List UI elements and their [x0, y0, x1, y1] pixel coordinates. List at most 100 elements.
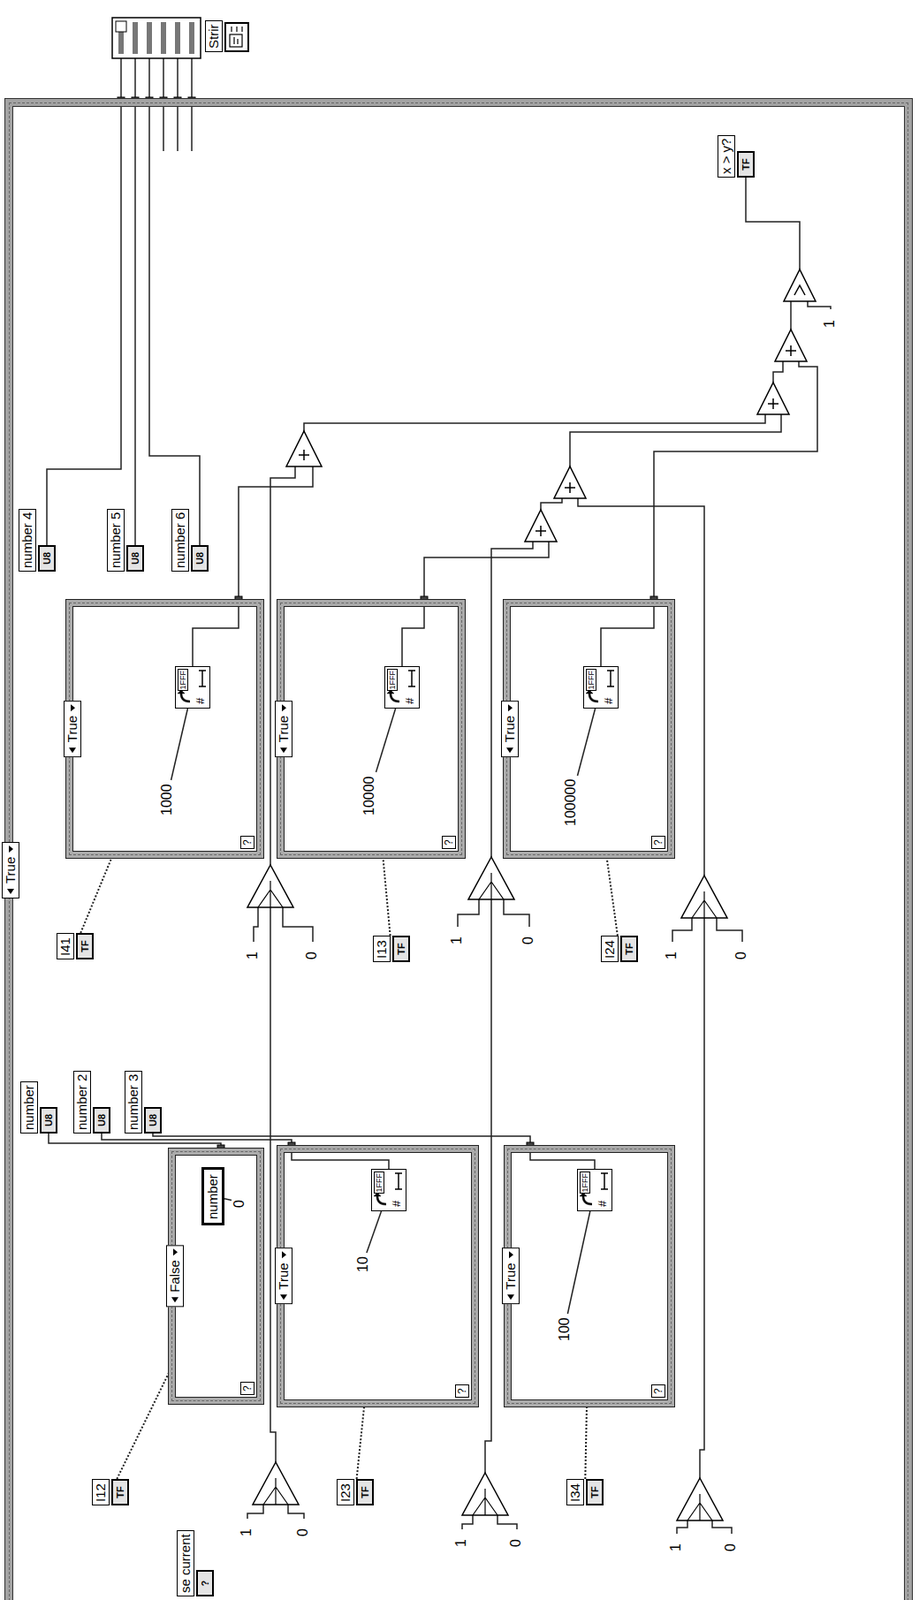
numeric-constant: 1	[668, 1540, 684, 1552]
terminal-type: TF	[75, 933, 94, 960]
wire	[282, 907, 313, 942]
wire	[148, 58, 151, 98]
terminal-label: number 4	[18, 508, 37, 572]
selector-terminal: ?	[240, 835, 255, 850]
wire	[462, 1515, 473, 1530]
wire	[569, 414, 782, 467]
wire	[716, 918, 743, 942]
icon-glyph: #	[403, 698, 417, 705]
terminal-label: number 5	[106, 508, 125, 572]
wire	[238, 466, 313, 597]
terminal-indicator: I12TF	[91, 1479, 130, 1506]
wire	[176, 58, 179, 98]
terminal-label: I34	[566, 1479, 585, 1506]
boolean-wire	[383, 858, 391, 936]
icon-arrow	[579, 1192, 593, 1206]
terminal-label: number 6	[171, 508, 190, 572]
wire	[402, 603, 425, 667]
wire	[577, 498, 705, 876]
terminal-type: U8	[37, 545, 56, 572]
case-selector-label: False	[166, 1245, 184, 1308]
terminal-indicator: number 3U8	[124, 1070, 162, 1134]
wire	[134, 106, 137, 546]
add-function	[524, 509, 557, 542]
function-icon: #1FFF	[174, 666, 211, 709]
numeric-constant: 0	[520, 933, 537, 945]
select-function	[247, 865, 294, 908]
string-indicator: Strir	[205, 20, 250, 53]
icon-bracket	[394, 1173, 403, 1190]
numeric-constant: 100	[556, 1313, 573, 1342]
wire	[176, 106, 179, 152]
numeric-constant: 10	[355, 1253, 372, 1273]
icon-arrow	[387, 690, 400, 703]
terminal-indicator: I41TF	[56, 933, 94, 960]
numeric-constant: 1	[244, 948, 261, 960]
wire	[190, 106, 193, 152]
add-function	[286, 431, 322, 467]
selector-terminal: ?	[441, 835, 456, 850]
constant-value: 1	[453, 1539, 469, 1548]
terminal-type: U8	[92, 1107, 111, 1134]
boolean-wire	[584, 1406, 587, 1480]
terminal-label: number	[20, 1081, 38, 1134]
operator-glyph	[794, 285, 806, 296]
add-function	[774, 329, 807, 362]
wire	[497, 1515, 517, 1530]
constant-value: 1	[663, 951, 679, 960]
wire	[653, 361, 818, 597]
case-selector-label: True	[274, 700, 293, 758]
constant-value: 100	[556, 1317, 572, 1342]
wire	[291, 1149, 389, 1170]
constant-value: 1	[238, 1528, 254, 1537]
wire	[192, 603, 239, 667]
operator-glyph	[767, 398, 779, 410]
string-indicator-drawing	[226, 23, 248, 51]
icon-caption: 1FFF	[373, 1171, 385, 1195]
constant-value: 1000	[159, 783, 175, 816]
terminal-type: TF	[585, 1479, 604, 1506]
wire	[457, 899, 479, 927]
numeric-wire	[567, 1211, 590, 1314]
terminal-indicator: number 5U8	[106, 508, 145, 572]
constant-value: 0	[231, 1200, 247, 1208]
select-glyph	[258, 873, 717, 1521]
numeric-constant: 0	[508, 1535, 525, 1548]
icon-bracket	[600, 1173, 608, 1190]
terminal-type: TF	[620, 935, 638, 963]
wire	[503, 899, 530, 927]
numeric-constant: 100000	[562, 775, 579, 827]
numeric-constant: 1	[448, 933, 465, 945]
case-structure: True?#1FFF1000	[66, 600, 264, 859]
case-structure: True?#1FFF100	[504, 1146, 675, 1407]
wire	[162, 106, 165, 152]
case-structure: True?#1FFF100000	[503, 600, 675, 859]
constant-value: 1	[821, 319, 837, 328]
wire	[247, 1504, 264, 1520]
constant-value: 0	[303, 951, 319, 960]
wire	[303, 414, 766, 432]
wire	[134, 58, 137, 98]
wire	[672, 918, 692, 942]
terminal-type: TF	[356, 1479, 374, 1506]
case-structure: True?#1FFF10	[277, 1146, 479, 1407]
select-function	[247, 857, 728, 1521]
constant-value: 0	[733, 951, 749, 960]
icon-arrow	[373, 1192, 387, 1206]
constant-value: 0	[295, 1528, 311, 1537]
icon-glyph: #	[602, 698, 616, 705]
add-function	[554, 466, 586, 499]
terminal-indicator: number 6U8	[171, 508, 209, 572]
terminal-label: I41	[56, 933, 75, 960]
terminal-label: I12	[91, 1479, 110, 1506]
icon-lines	[231, 26, 243, 45]
constant-value: 10000	[361, 776, 377, 817]
numeric-constant: 1000	[159, 780, 175, 816]
terminal-indicator: number 4U8	[18, 508, 56, 572]
wire	[149, 106, 200, 546]
add-function	[783, 269, 816, 302]
numeric-constant: 0	[303, 948, 320, 960]
wire	[485, 899, 492, 1474]
constant-value: 1	[244, 951, 260, 960]
